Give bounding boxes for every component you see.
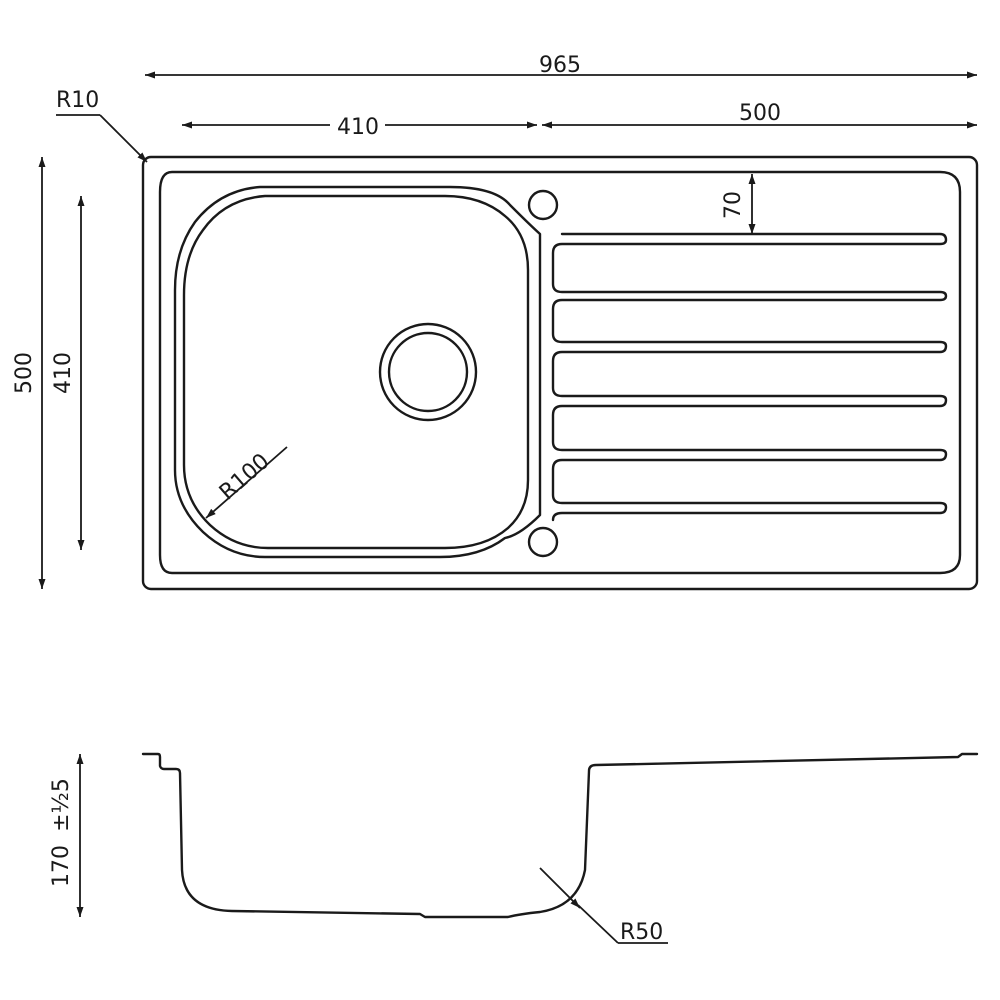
overall-width-label: 965 bbox=[539, 53, 581, 78]
drainer-offset-label: 70 bbox=[721, 191, 746, 219]
drainer-width-label: 500 bbox=[739, 101, 781, 126]
section-view: 170 ±½5 R50 bbox=[49, 752, 979, 945]
plan-view: 965 410 500 R10 70 500 410 R100 bbox=[12, 53, 979, 591]
bottom-radius-leader-out bbox=[577, 904, 619, 944]
bowl-radius-label: R100 bbox=[215, 449, 275, 505]
section-profile bbox=[141, 752, 979, 919]
bowl-radius-leader bbox=[205, 446, 288, 519]
tolerance-label: ±½5 bbox=[49, 778, 74, 832]
bowl-depth-label: 410 bbox=[51, 352, 76, 394]
bowl-height-label: 170 bbox=[49, 845, 74, 887]
overall-depth-label: 500 bbox=[12, 352, 37, 394]
bottom-radius-label: R50 bbox=[620, 920, 663, 945]
bowl-inner bbox=[182, 194, 530, 550]
drain-outer-ring bbox=[378, 322, 478, 422]
tap-hole-bottom bbox=[527, 526, 559, 558]
sink-outline bbox=[141, 155, 979, 591]
drain-inner-ring bbox=[387, 331, 469, 413]
bowl-width-label: 410 bbox=[337, 115, 379, 140]
corner-radius-label: R10 bbox=[56, 88, 99, 113]
sink-inner-rim bbox=[158, 170, 962, 575]
bowl-outer bbox=[173, 185, 542, 559]
drainer-grooves bbox=[551, 232, 948, 522]
tap-hole-top bbox=[527, 189, 559, 221]
corner-radius-leader bbox=[99, 114, 148, 163]
bottom-radius-leader-in bbox=[539, 867, 581, 909]
